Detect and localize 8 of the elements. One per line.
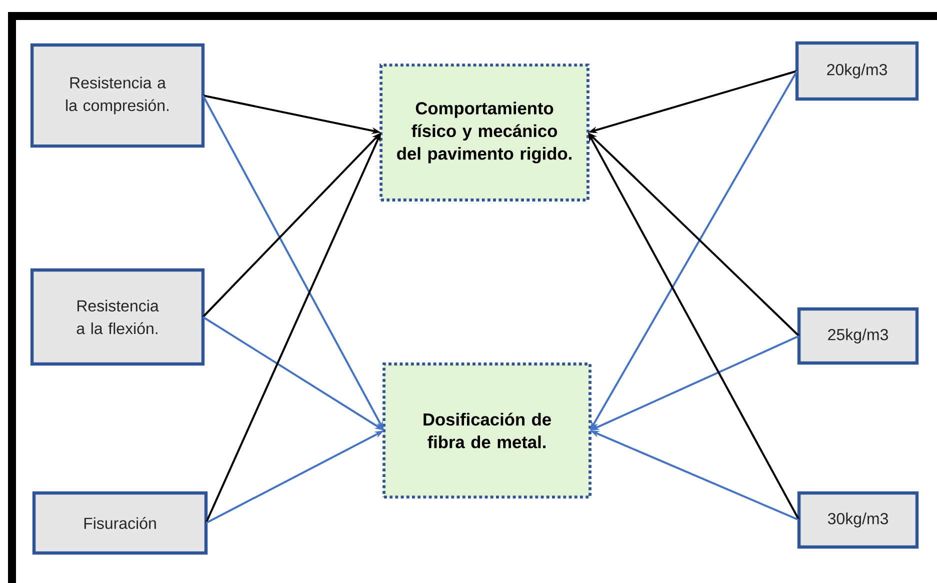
dotted-box: Dosificación de fibra de metal. <box>382 362 592 498</box>
process-box: 30kg/m3 <box>797 491 919 549</box>
process-box: Resistencia a la flexión. <box>30 268 205 366</box>
process-box: 25kg/m3 <box>797 307 919 365</box>
process-box: 20kg/m3 <box>795 41 919 101</box>
process-box: Resistencia a la compresión. <box>30 43 205 148</box>
dotted-box: Comportamiento físico y mecánico del pavimento rigido. <box>380 64 590 202</box>
process-box: Fisuración <box>32 491 208 555</box>
